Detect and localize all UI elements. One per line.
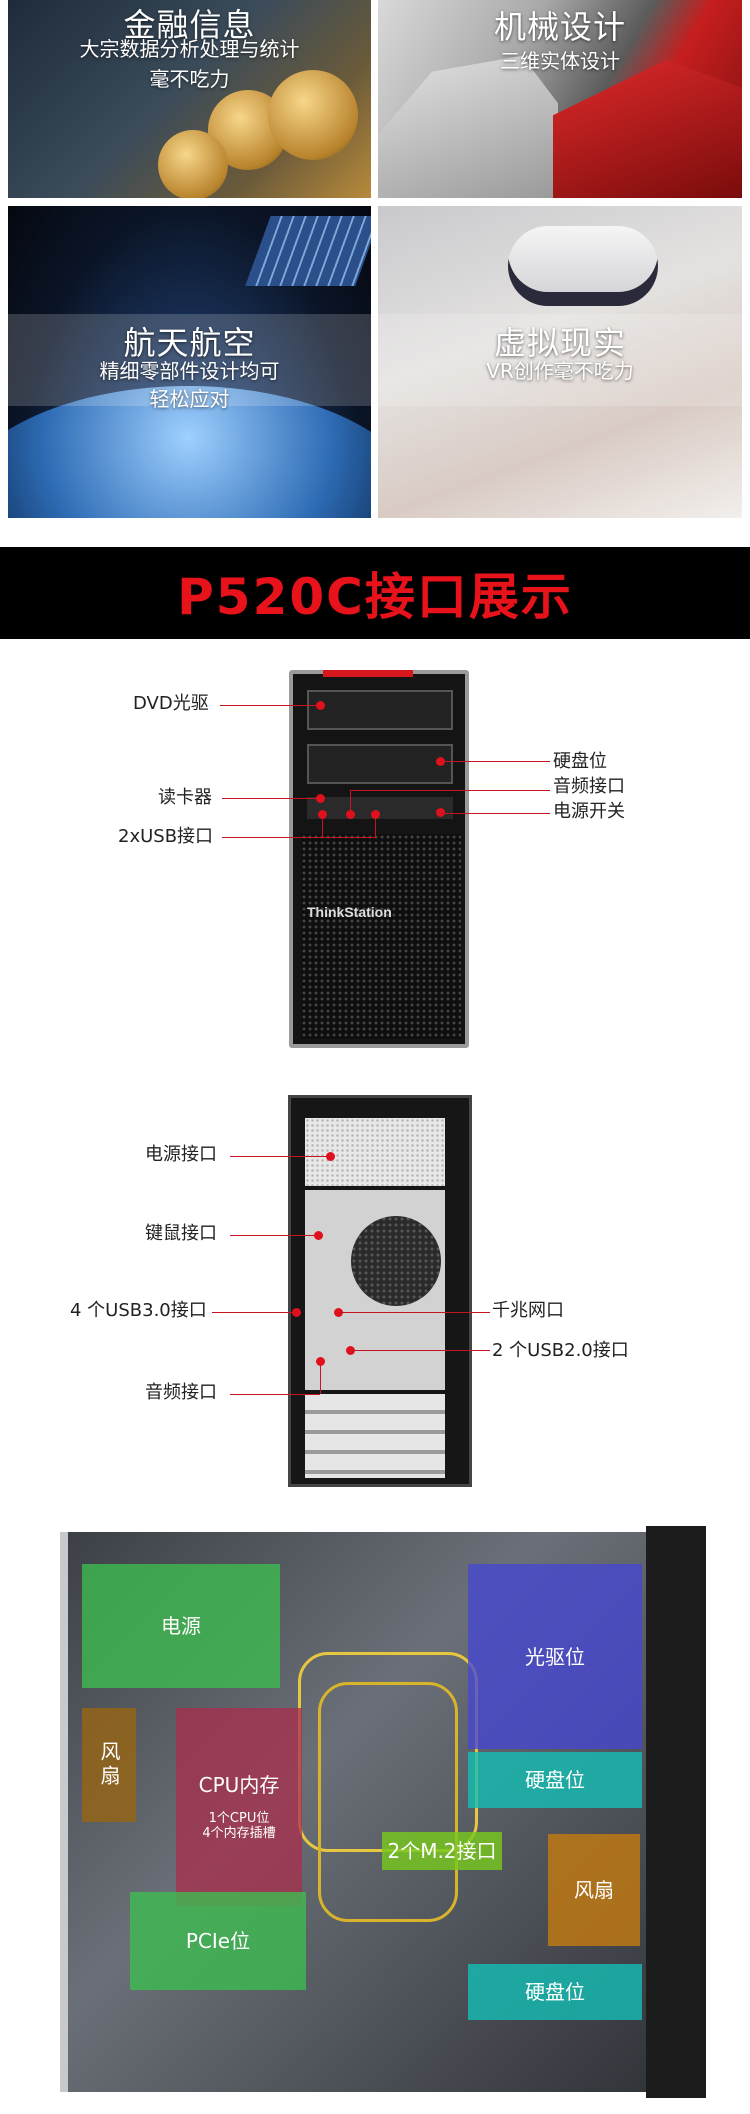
car-render-image: [553, 60, 742, 198]
zone-m2: 2个M.2接口: [382, 1832, 502, 1870]
leader-line: [212, 1312, 296, 1313]
marker-dot: [436, 808, 445, 817]
marker-dot: [314, 1231, 323, 1240]
tile-title: 机械设计: [493, 8, 626, 46]
rear-panel-diagram: 电源接口 键鼠接口 4 个USB3.0接口 音频接口 千兆网口 2 个USB2.…: [0, 1085, 750, 1487]
tile-subtitle: 精细零部件设计均可: [99, 359, 280, 383]
leader-line: [440, 761, 550, 762]
leader-line: [338, 1312, 490, 1313]
leader-line: [230, 1156, 330, 1157]
zone-fan-left: 风扇: [82, 1708, 136, 1822]
zone-pcie: PCIe位: [130, 1892, 306, 1990]
marker-dot: [316, 794, 325, 803]
leader-line: [350, 790, 550, 791]
front-grille: [301, 834, 461, 1039]
tile-title: 航天航空: [123, 324, 256, 362]
leader-line: [320, 1365, 321, 1394]
front-case-image: ThinkStation: [289, 670, 469, 1048]
marker-dot: [371, 810, 380, 819]
tile-subtitle: 轻松应对: [149, 387, 230, 411]
tile-mechanical: 机械设计 三维实体设计: [378, 0, 742, 198]
leader-line: [230, 1235, 318, 1236]
vr-headset-image: [508, 226, 658, 306]
label-usb2: 2 个USB2.0接口: [492, 1340, 629, 1361]
banner-title: P520C接口展示: [177, 568, 573, 626]
leader-line: [322, 817, 323, 837]
psu-rear: [305, 1118, 445, 1186]
coin-image: [268, 70, 358, 160]
tile-subtitle: 三维实体设计: [500, 49, 620, 73]
zone-hdd: 硬盘位: [468, 1752, 642, 1808]
front-io-area: [307, 797, 453, 819]
drive-bay: [307, 744, 453, 784]
coin-image: [158, 130, 228, 198]
label-power-switch: 电源开关: [553, 801, 625, 822]
section-banner: P520C接口展示: [0, 547, 750, 639]
zone-optical: 光驱位: [468, 1564, 642, 1749]
label-power: 电源接口: [145, 1144, 217, 1165]
label-lan: 千兆网口: [492, 1300, 564, 1321]
front-panel-diagram: ThinkStation DVD光驱 读卡器 2xUSB接口 硬盘位 音频接口 …: [0, 660, 750, 1060]
tile-aerospace: 航天航空 精细零部件设计均可 轻松应对: [8, 206, 371, 518]
cable-bundle: [318, 1682, 458, 1922]
solar-panel-image: [245, 216, 371, 286]
marker-dot: [292, 1308, 301, 1317]
title-band: [8, 314, 371, 406]
brand-logo: ThinkStation: [307, 904, 392, 920]
marker-dot: [316, 1357, 325, 1366]
earth-image: [8, 386, 371, 518]
interior-diagram: 电源 风扇 CPU内存 1个CPU位 4个内存插槽 PCIe位 光驱位 硬盘位 …: [60, 1526, 706, 2098]
leader-line: [220, 705, 320, 706]
side-panel: [646, 1526, 706, 2098]
tile-subtitle: 大宗数据分析处理与统计: [79, 37, 300, 61]
rear-case-image: [288, 1095, 472, 1487]
leader-line: [222, 798, 320, 799]
zone-fan-right: 风扇: [548, 1834, 640, 1946]
title-band: [378, 314, 742, 406]
label-ps2: 键鼠接口: [145, 1223, 217, 1244]
label-audio: 音频接口: [553, 776, 625, 797]
label-usb: 2xUSB接口: [118, 826, 214, 847]
label-dvd: DVD光驱: [133, 693, 209, 714]
label-card-reader: 读卡器: [158, 787, 212, 808]
label-audio: 音频接口: [145, 1382, 217, 1403]
leader-line: [440, 813, 550, 814]
marker-dot: [326, 1152, 335, 1161]
zone-cpu-title: CPU内存: [198, 1773, 280, 1797]
marker-dot: [346, 810, 355, 819]
zone-hdd: 硬盘位: [468, 1964, 642, 2020]
zone-cpu-note: 4个内存插槽: [202, 1826, 276, 1841]
leader-line: [350, 1350, 490, 1351]
tile-subtitle: 毫不吃力: [149, 67, 230, 91]
leader-line: [375, 817, 376, 837]
tile-vr: 虚拟现实 VR创作毫不吃力: [378, 206, 742, 518]
tile-title: 金融信息: [123, 6, 256, 44]
case-accent-bar: [323, 670, 413, 677]
label-hdd: 硬盘位: [553, 751, 607, 772]
dvd-bay: [307, 690, 453, 730]
zone-psu: 电源: [82, 1564, 280, 1688]
zone-cpu-memory: CPU内存 1个CPU位 4个内存插槽: [176, 1708, 302, 1906]
application-tiles: 金融信息 大宗数据分析处理与统计 毫不吃力 机械设计 三维实体设计 航天航空 精…: [0, 0, 750, 540]
rear-fan: [351, 1216, 441, 1306]
marker-dot: [316, 701, 325, 710]
expansion-slots: [305, 1394, 445, 1478]
tile-subtitle: VR创作毫不吃力: [486, 359, 634, 383]
zone-cpu-note: 1个CPU位: [208, 1811, 270, 1826]
tile-title: 虚拟现实: [493, 324, 626, 362]
leader-line: [230, 1394, 320, 1395]
leader-line: [350, 790, 351, 812]
marker-dot: [318, 810, 327, 819]
tile-finance: 金融信息 大宗数据分析处理与统计 毫不吃力: [8, 0, 371, 198]
leader-line: [222, 837, 376, 838]
label-usb3: 4 个USB3.0接口: [70, 1300, 207, 1321]
